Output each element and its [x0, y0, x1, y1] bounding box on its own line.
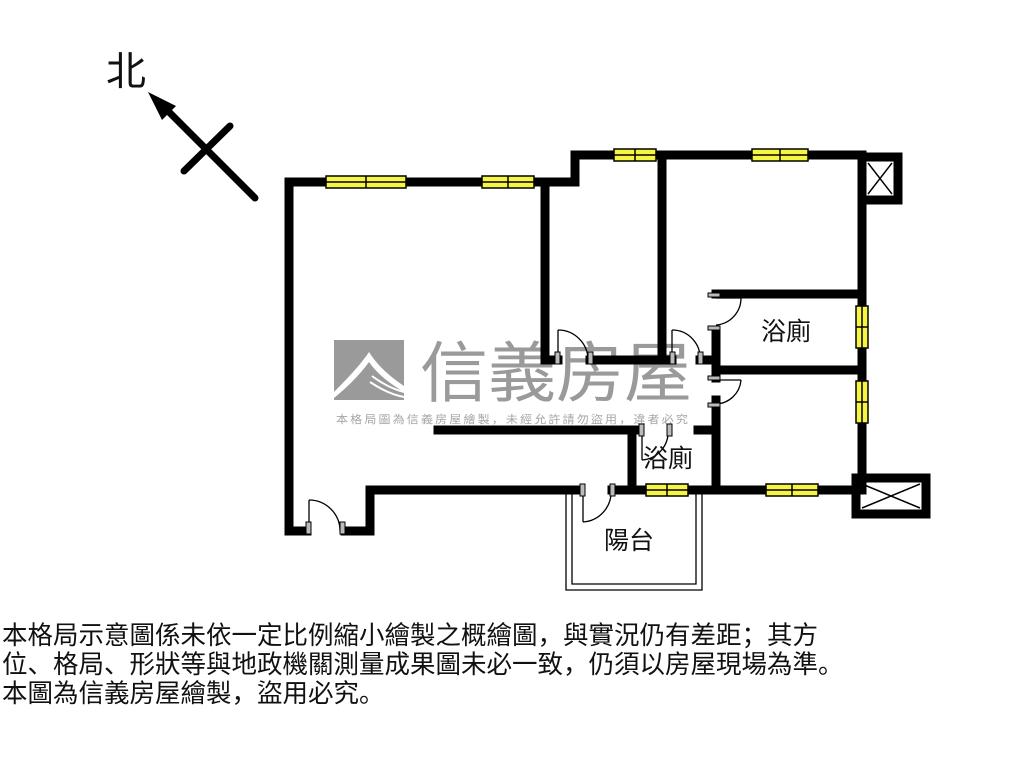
window [613, 148, 657, 162]
watermark-brand: 信義房屋 [420, 335, 692, 412]
north-arrow-icon [148, 92, 259, 202]
disclaimer: 本格局示意圖係未依一定比例縮小繪製之概繪圖，與實況仍有差距；其方 位、格局、形狀… [2, 622, 1024, 709]
watermark-notice: 本格局圖為信義房屋繪製，未經允許請勿盜用，違者必究 [336, 412, 690, 426]
window [765, 483, 819, 497]
window [481, 175, 535, 189]
door-jambs [305, 292, 721, 535]
window [325, 175, 407, 189]
compass-label: 北 [106, 49, 146, 95]
window [855, 380, 869, 424]
floor-plan: 信義房屋 本格局圖為信義房屋繪製，未經允許請勿盜用，違者必究 北 [106, 49, 931, 591]
room-label-bath-1: 浴廁 [761, 317, 811, 346]
room-label-bath-2: 浴廁 [643, 444, 693, 473]
windows [325, 148, 869, 497]
door-bath-1 [715, 297, 742, 326]
disclaimer-line: 本圖為信義房屋繪製，盜用必究。 [2, 679, 385, 709]
shaft-icon [861, 162, 921, 509]
room-label-balcony: 陽台 [604, 526, 654, 555]
door-balcony [582, 489, 612, 523]
window [751, 148, 809, 162]
balcony-railing [565, 494, 703, 591]
watermark-logo: 信義房屋 本格局圖為信義房屋繪製，未經允許請勿盜用，違者必究 [334, 335, 692, 426]
disclaimer-line: 本格局示意圖係未依一定比例縮小繪製之概繪圖，與實況仍有差距；其方 [2, 621, 819, 651]
window [645, 483, 689, 497]
disclaimer-line: 位、格局、形狀等與地政機關測量成果圖未必一致，仍須以房屋現場為準。 [2, 650, 844, 680]
door-entry [308, 499, 341, 532]
window [855, 305, 869, 349]
